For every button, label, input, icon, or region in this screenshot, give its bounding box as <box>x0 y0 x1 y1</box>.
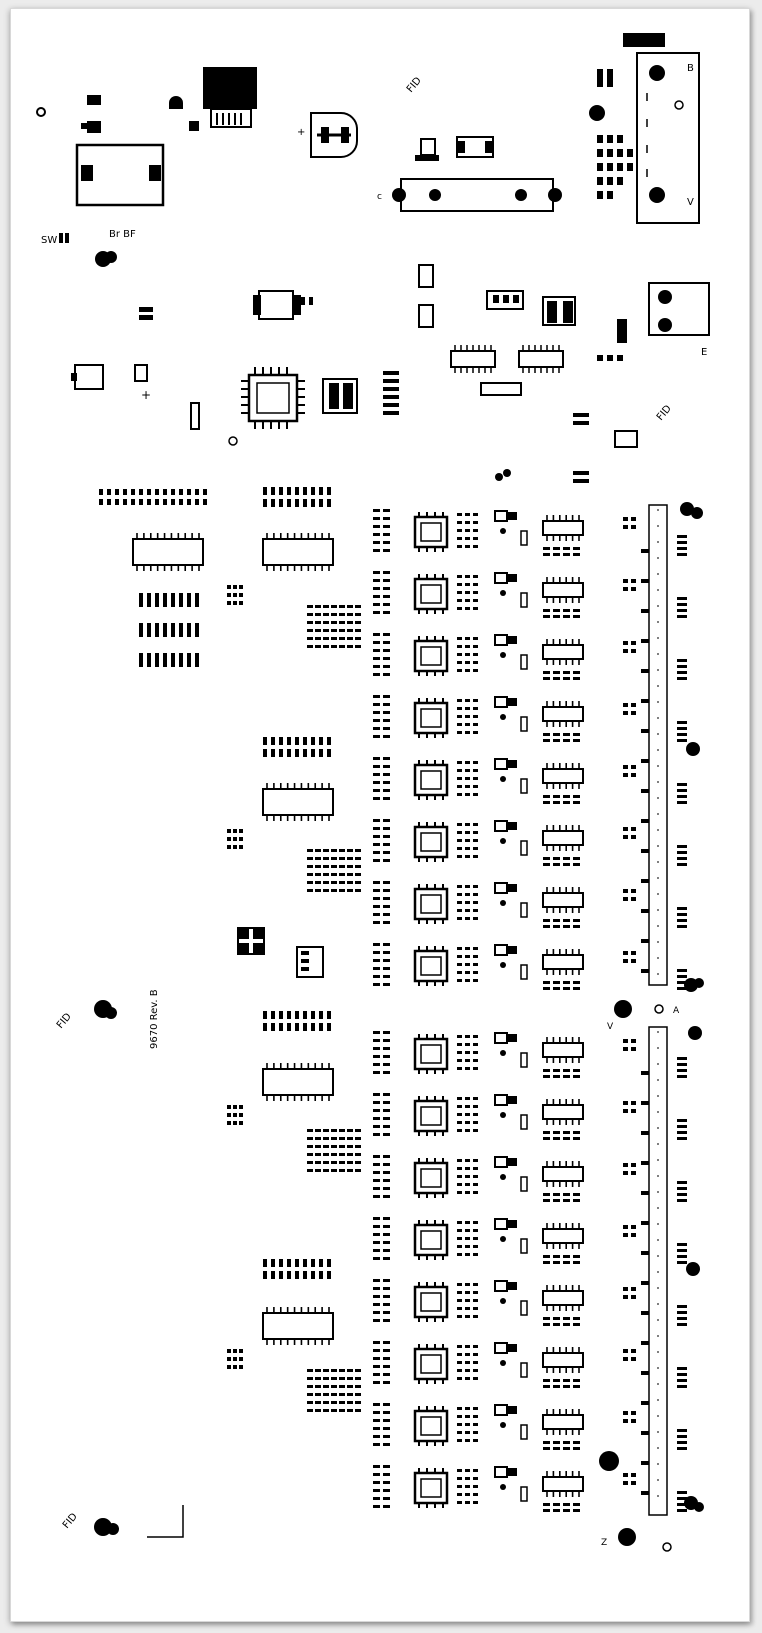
resistor-network <box>542 515 584 541</box>
driver-channel <box>373 633 687 680</box>
driver-channel <box>373 1031 687 1078</box>
resistor-network <box>542 1409 584 1435</box>
svg-text:A: A <box>673 1006 680 1016</box>
driver-channel <box>373 1465 687 1512</box>
br-label: Br BF <box>109 229 136 240</box>
resistor-network <box>542 1161 584 1187</box>
mid-left-section: FID 9670 Rev. B FID <box>55 927 324 1538</box>
resistor-network <box>542 1471 584 1497</box>
electrolytic-cap <box>310 112 358 158</box>
via <box>36 107 46 117</box>
jumper-header <box>74 364 104 390</box>
svg-text:+: + <box>297 127 305 138</box>
driver-channel <box>373 1279 687 1326</box>
resistor-network <box>542 949 584 975</box>
driver-channel <box>373 1217 687 1264</box>
pcb-board: SW Br BF + FID c <box>10 8 750 1622</box>
shift-register-ic <box>262 533 334 571</box>
connector-header <box>623 33 665 47</box>
inductor-l1 <box>75 143 165 207</box>
fuse-holder <box>400 178 554 212</box>
mcu-u1 <box>247 373 299 423</box>
control-section: + <box>71 264 710 483</box>
resistor-network <box>542 1347 584 1373</box>
e-label: E <box>701 347 707 358</box>
svg-text:FID: FID <box>655 403 674 423</box>
top-power-section: SW Br BF + FID c <box>36 33 700 267</box>
output-header-2 <box>648 1026 668 1516</box>
shift-register-ic <box>132 533 204 571</box>
svg-text:Z: Z <box>601 1538 607 1548</box>
shift-register-ic <box>262 1307 334 1345</box>
smd-resistor-array <box>597 135 633 199</box>
resistor-network <box>542 763 584 789</box>
shift-register-ic <box>262 1063 334 1101</box>
resistor-network <box>542 887 584 913</box>
pcb-silkscreen-layout: SW Br BF + FID c <box>36 33 710 1552</box>
smd-cap <box>87 121 101 133</box>
svg-text:c: c <box>377 192 382 202</box>
transistor-q1 <box>169 96 183 109</box>
v-label: V <box>687 197 694 208</box>
output-header-1 <box>648 504 668 986</box>
resistor-network <box>542 639 584 665</box>
resistor-network <box>542 825 584 851</box>
revision-label: 9670 Rev. B <box>149 989 160 1049</box>
fid-label-mid: FID <box>55 1011 74 1031</box>
driver-channel <box>373 943 687 990</box>
ic-u4 <box>518 345 564 373</box>
resistor-network <box>542 577 584 603</box>
svg-text:V: V <box>607 1022 614 1032</box>
svg-text:+: + <box>141 388 151 402</box>
crystal <box>322 378 358 414</box>
driver-channel <box>373 571 687 618</box>
driver-channel <box>373 1403 687 1450</box>
mounting-hole <box>94 1518 112 1536</box>
ic-u3 <box>450 345 496 373</box>
sw-label: SW <box>41 235 57 246</box>
resistor-network <box>542 1099 584 1125</box>
power-jack-pins <box>216 113 242 125</box>
smd-cap <box>87 95 101 105</box>
fid-label-top: FID <box>405 75 424 95</box>
driver-channel <box>373 1155 687 1202</box>
power-jack-outline <box>210 108 252 128</box>
driver-channel <box>373 1093 687 1140</box>
terminal-block <box>636 52 700 224</box>
resistor-network <box>542 1223 584 1249</box>
connector-j2 <box>648 282 710 336</box>
ic-header <box>486 290 524 310</box>
resistor-network <box>542 701 584 727</box>
resistor-network <box>542 1285 584 1311</box>
driver-channel <box>373 695 687 742</box>
power-jack <box>203 67 257 109</box>
resistor-network <box>542 1037 584 1063</box>
driver-channel <box>373 881 687 928</box>
regulator-u2 <box>258 290 294 320</box>
shift-register-ics <box>99 487 361 1412</box>
output-connector-strips: A V Z <box>599 502 704 1552</box>
driver-channel <box>373 757 687 804</box>
driver-channels <box>373 509 687 1512</box>
driver-channel <box>373 509 687 556</box>
smd-part <box>420 138 436 156</box>
mcu-pins <box>241 367 305 429</box>
b-label: B <box>687 63 694 74</box>
svg-text:FID: FID <box>61 1511 80 1531</box>
shift-register-ic <box>262 783 334 821</box>
driver-channel <box>373 1341 687 1388</box>
driver-channel <box>373 819 687 866</box>
smd-pad <box>189 121 199 131</box>
